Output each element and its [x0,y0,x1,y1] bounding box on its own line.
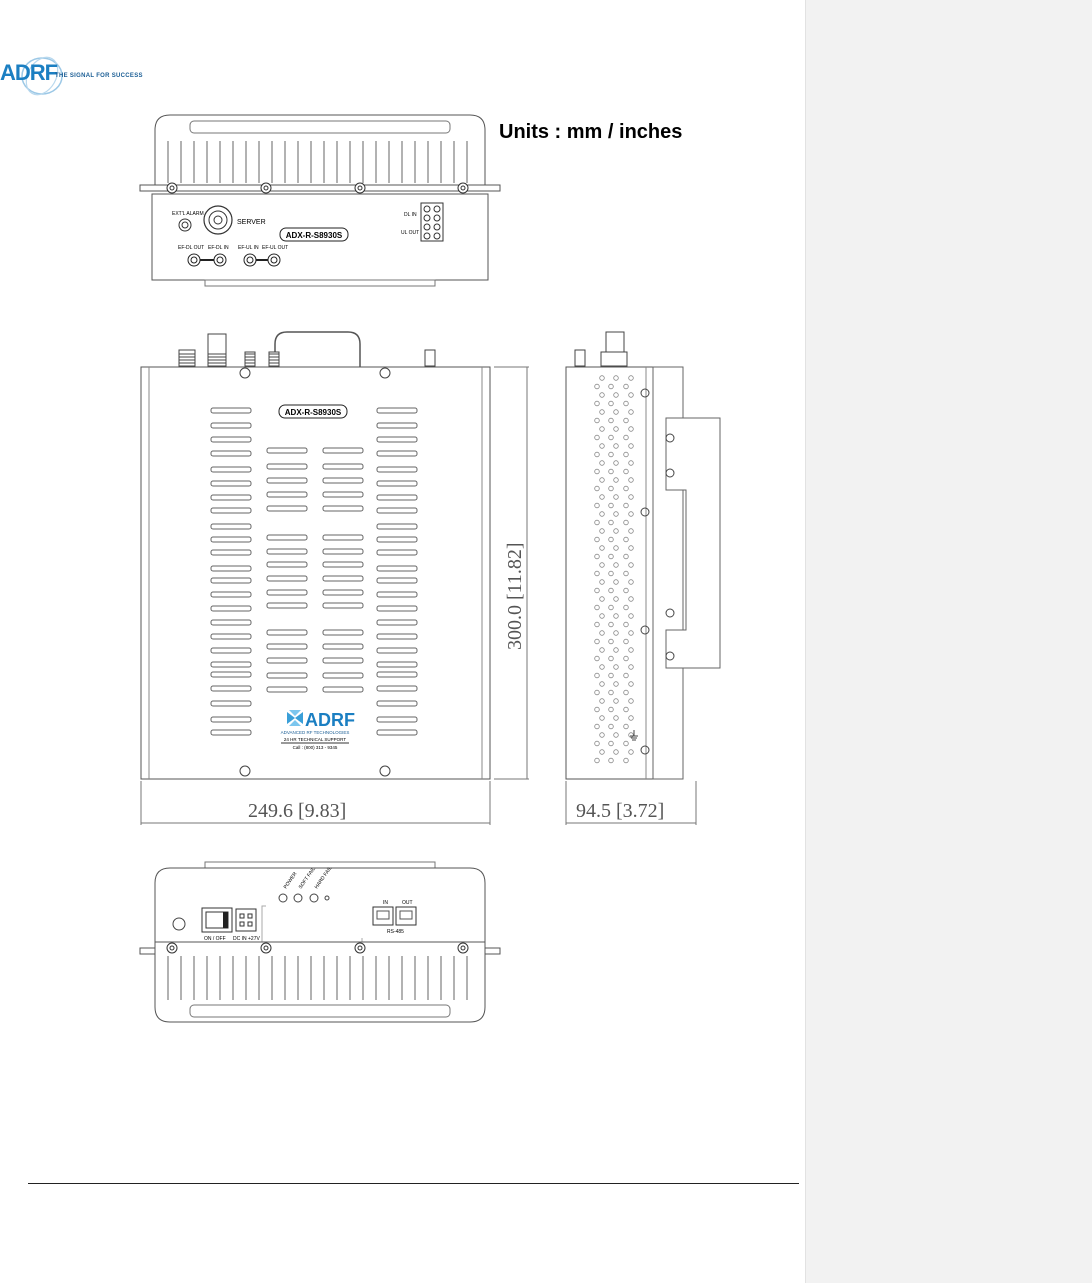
side-view-drawing: 94.5 [3.72] [565,331,721,825]
document-page: ADRF THE SIGNAL FOR SUCCESS Units : mm /… [0,52,799,1184]
logo-swirl-icon [21,56,63,96]
front-view-drawing: ADX-R-S8930S ADRF ADVANCED RF TECHNOLOGI… [140,331,529,825]
on-off-label: ON / OFF [204,936,226,942]
front-model-label: ADX-R-S8930S [285,408,342,417]
side-depth-dimension: 94.5 [3.72] [576,800,664,822]
footer-rule [28,1183,799,1184]
ext-alarm-label: EXT'L ALARM [172,211,204,217]
out-label: OUT [402,900,413,906]
front-support: 24 HR TECHNICAL SUPPORT [284,737,346,742]
ef-dl-out-label: EF-DL OUT [178,245,204,251]
front-company: ADVANCED RF TECHNOLOGIES [281,730,350,735]
front-width-dimension: 249.6 [9.83] [248,800,346,822]
server-label: SERVER [237,219,266,226]
ul-out-label: UL OUT [401,230,419,236]
in-label: IN [383,900,388,906]
top-model-label: ADX-R-S8930S [286,231,343,240]
ef-ul-out-label: EF-UL OUT [262,245,288,251]
logo-letters: ADRF [0,60,58,85]
bottom-view-drawing: ON / OFF DC IN +27V POWER SOFT FAIL HARD… [139,861,501,1023]
front-brand: ADRF [305,710,355,730]
units-label: Units : mm / inches [499,121,683,143]
comment-sidebar [805,0,1092,1283]
ef-dl-in-label: EF-DL IN [208,245,229,251]
front-adrf-logo: ADRF [287,710,355,730]
company-logo: ADRF THE SIGNAL FOR SUCCESS [0,52,160,100]
logo-tagline: THE SIGNAL FOR SUCCESS [55,73,143,79]
dc-in-label: DC IN +27V [233,936,260,942]
ef-ul-in-label: EF-UL IN [238,245,259,251]
front-height-dimension: 300.0 [11.82] [504,542,526,650]
dl-in-label: DL IN [404,212,417,218]
top-view-drawing: EXT'L ALARM SERVER ADX-R-S8930S EF-DL OU… [139,114,501,287]
rs485-label: RS-485 [387,929,404,935]
front-phone: Call : (800) 313 - 9345 [293,745,338,750]
